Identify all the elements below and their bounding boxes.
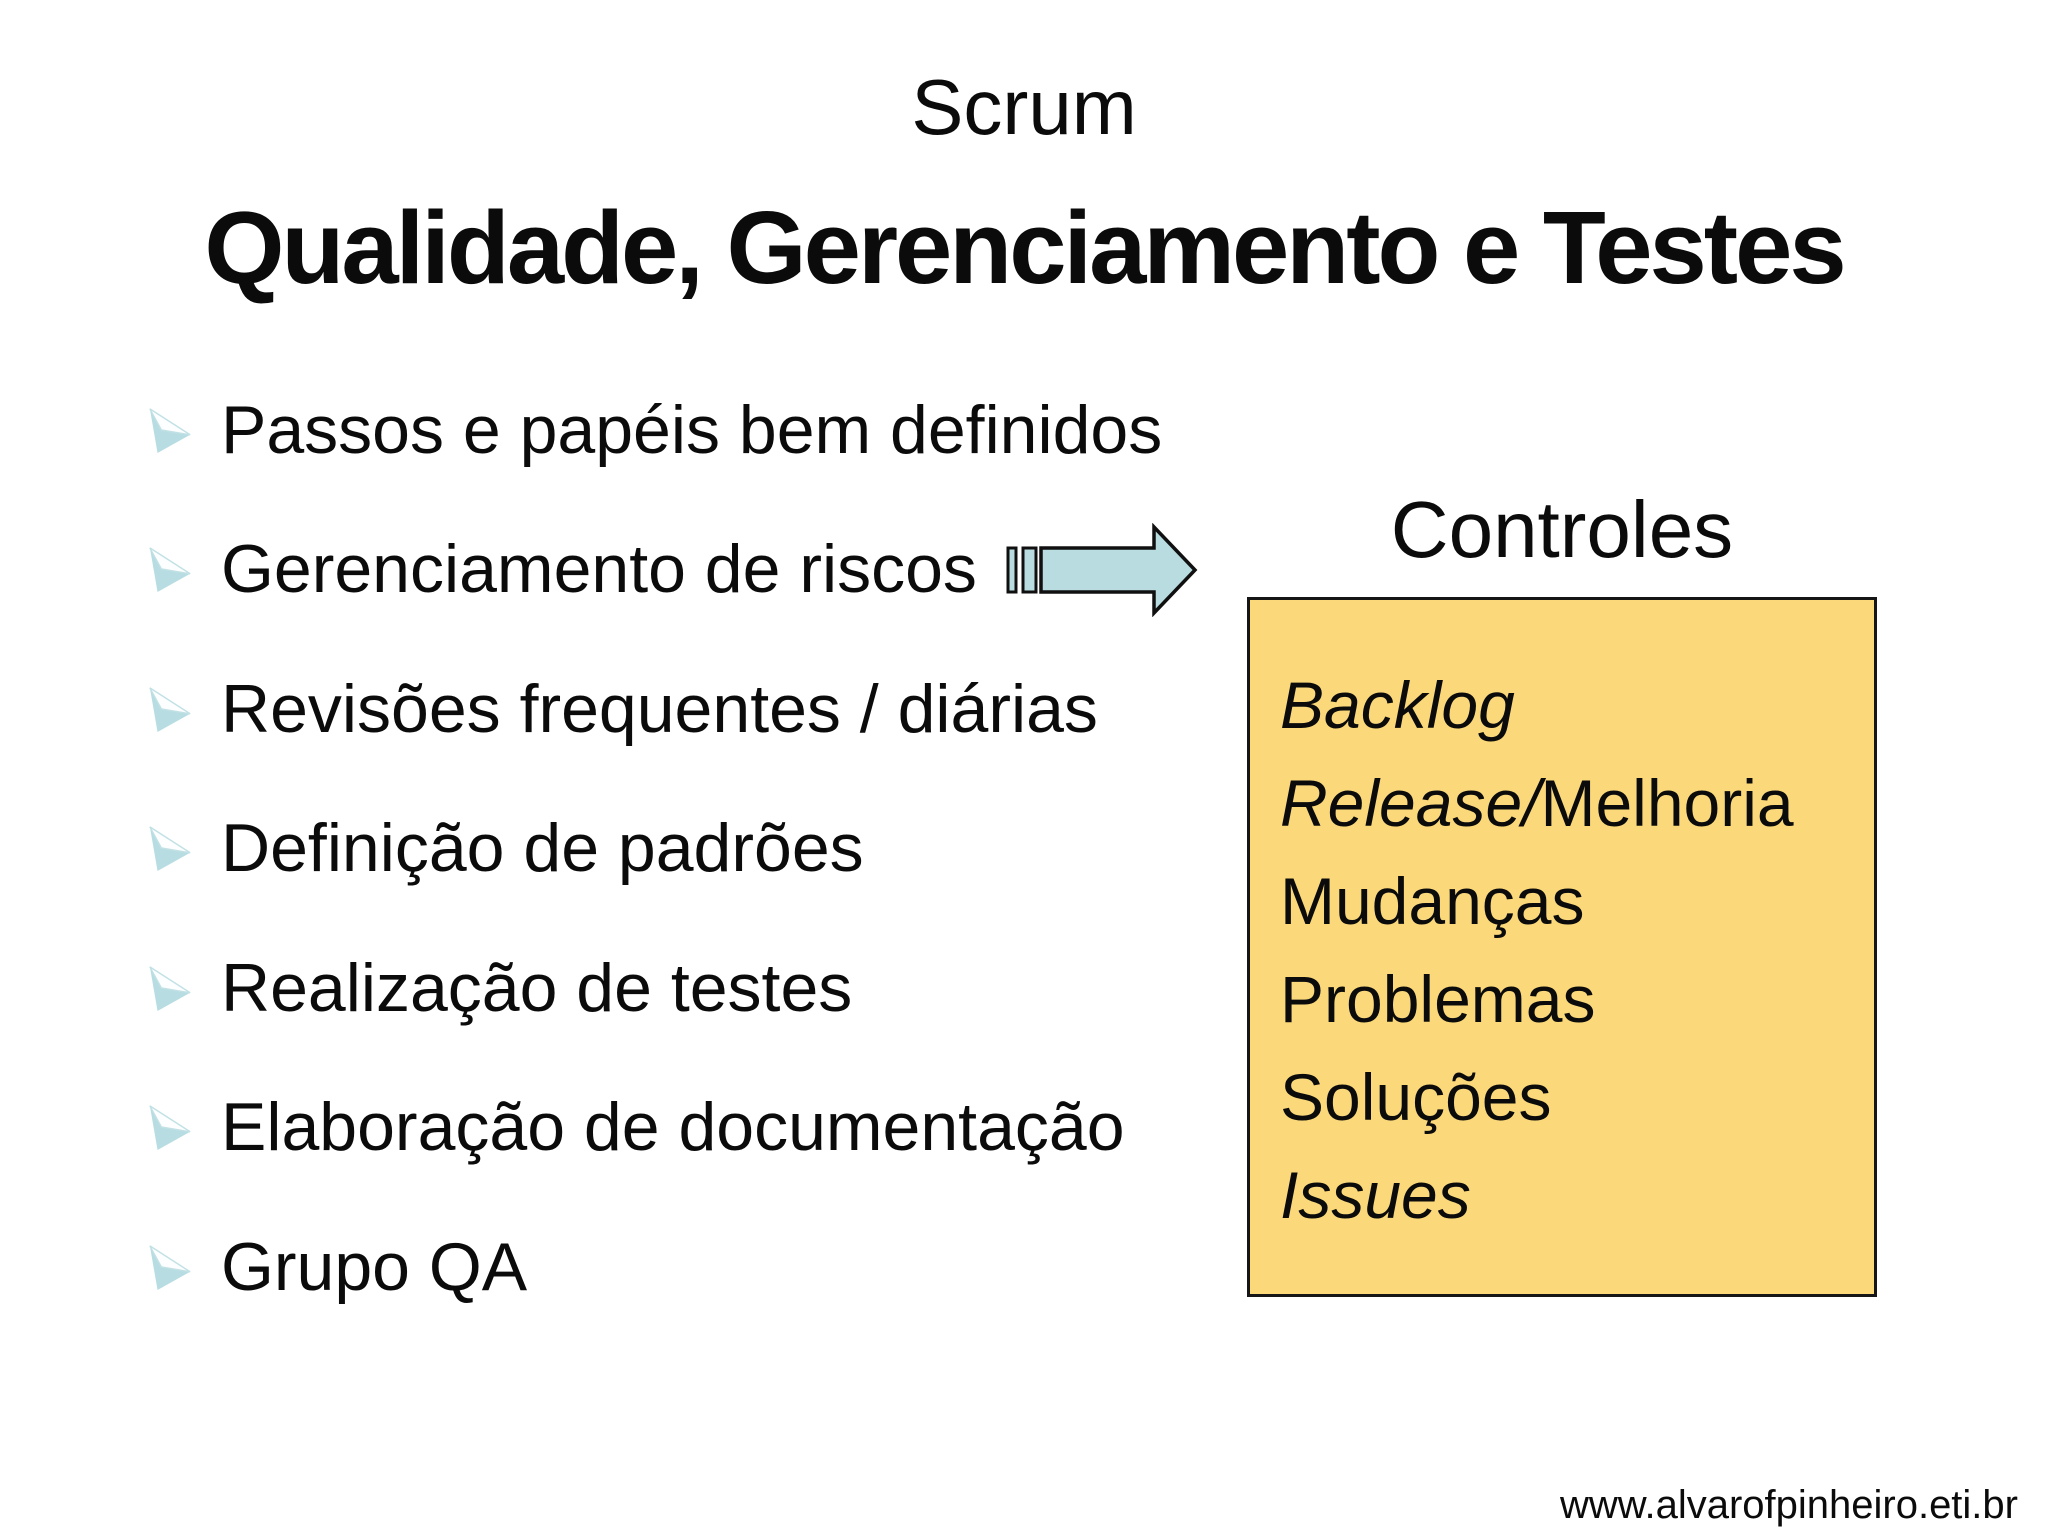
control-item-part: Release/	[1280, 766, 1541, 840]
controls-heading: Controles	[1390, 485, 1734, 574]
footer-url: www.alvarofpinheiro.eti.br	[1560, 1483, 2018, 1527]
arrowhead-bullet-icon	[149, 1245, 191, 1290]
arrowhead-bullet-icon	[149, 1105, 191, 1151]
slide-subtitle: Qualidade, Gerenciamento e Testes	[204, 190, 1846, 305]
control-item: Release/Melhoria	[1280, 754, 1874, 852]
control-item: Soluções	[1280, 1060, 1552, 1134]
arrowhead-bullet-icon	[149, 966, 191, 1011]
list-item: Realização de testes	[147, 918, 1247, 1058]
arrowhead-bullet-icon	[149, 687, 191, 732]
slide-title: Scrum	[911, 63, 1137, 151]
list-item: Passos e papéis bem definidos	[147, 360, 1247, 500]
control-item: Mudanças	[1280, 864, 1585, 938]
control-item-part: Melhoria	[1540, 766, 1794, 840]
bullet-text: Passos e papéis bem definidos	[221, 391, 1163, 468]
arrowhead-bullet-icon	[149, 547, 191, 593]
bullet-list: Passos e papéis bem definidos Gerenciame…	[147, 360, 1247, 1337]
arrowhead-bullet-icon	[149, 826, 191, 872]
bullet-text: Elaboração de documentação	[221, 1089, 1125, 1166]
control-item: Problemas	[1280, 962, 1596, 1036]
controls-list: Backlog Release/Melhoria Mudanças Proble…	[1250, 600, 1874, 1244]
bullet-text: Grupo QA	[221, 1228, 528, 1305]
striped-right-arrow-icon	[1006, 523, 1198, 617]
bullet-text: Revisões frequentes / diárias	[221, 670, 1098, 747]
list-item: Elaboração de documentação	[147, 1058, 1247, 1198]
list-item: Definição de padrões	[147, 779, 1247, 919]
arrowhead-bullet-icon	[149, 408, 191, 453]
controls-box: Backlog Release/Melhoria Mudanças Proble…	[1247, 597, 1877, 1297]
bullet-text: Realização de testes	[221, 949, 853, 1026]
control-item: Issues	[1280, 1158, 1471, 1232]
bullet-text: Gerenciamento de riscos	[221, 531, 977, 608]
bullet-text: Definição de padrões	[221, 810, 864, 887]
list-item: Gerenciamento de riscos	[147, 500, 1247, 640]
list-item: Revisões frequentes / diárias	[147, 639, 1247, 779]
control-item: Backlog	[1280, 668, 1515, 742]
list-item: Grupo QA	[147, 1197, 1247, 1337]
